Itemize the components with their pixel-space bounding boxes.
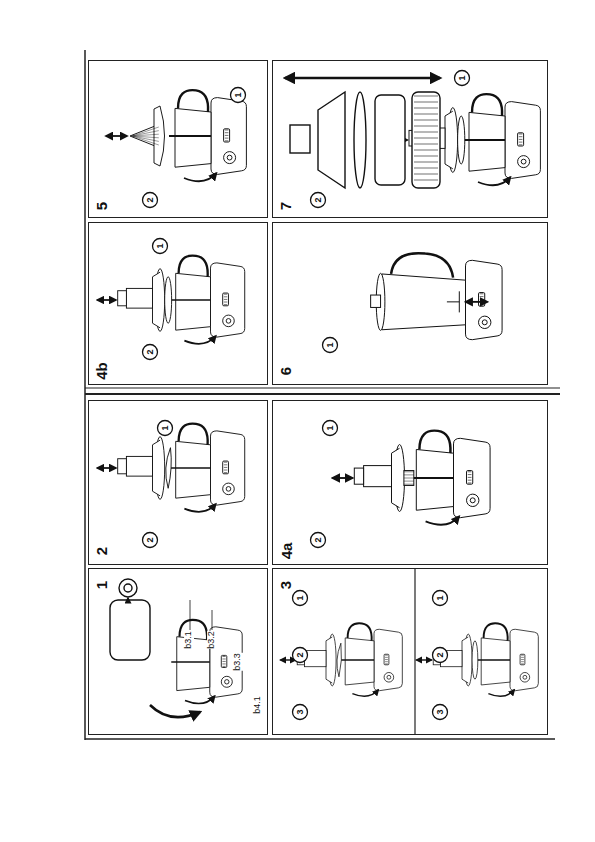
step-circle xyxy=(311,193,326,208)
step-number: 2 xyxy=(144,346,156,358)
food-processor xyxy=(171,620,242,704)
step-number: 1 xyxy=(232,89,244,101)
food-processor xyxy=(371,253,502,340)
step-circle xyxy=(293,648,308,663)
step-circle xyxy=(323,338,338,353)
panel-number: 2 xyxy=(94,545,111,557)
food-processor xyxy=(416,623,538,696)
step-panel: 4b xyxy=(88,222,268,385)
step-panel: 6 xyxy=(272,222,548,385)
step-panel: 2 xyxy=(88,400,268,565)
panel-number: 4b xyxy=(94,360,111,382)
page-frame xyxy=(85,50,560,740)
food-processor xyxy=(106,90,246,181)
step-number: 2 xyxy=(144,534,156,546)
step-number: 1 xyxy=(434,592,446,604)
step-number: 2 xyxy=(312,534,324,546)
step-number: 2 xyxy=(144,194,156,206)
step-number: 3 xyxy=(294,706,306,718)
step-number: 1 xyxy=(154,240,166,252)
step-circle xyxy=(433,648,448,663)
step-circle xyxy=(143,345,158,360)
part-label: b3.3 xyxy=(233,653,243,671)
step-panel: 5 xyxy=(88,60,268,218)
step-circle xyxy=(153,239,168,254)
exploded-parts xyxy=(110,579,212,717)
part-label: b3.2 xyxy=(207,631,217,649)
step-number: 1 xyxy=(324,339,336,351)
food-processor xyxy=(333,431,490,525)
panel-number: 7 xyxy=(278,200,295,212)
step-number: 1 xyxy=(324,422,336,434)
step-number: 1 xyxy=(294,592,306,604)
step-circle xyxy=(433,591,448,606)
sieve-ring xyxy=(412,92,440,188)
panel-number: 3 xyxy=(278,579,295,591)
part-label: b4.1 xyxy=(253,696,263,714)
step-circle xyxy=(455,71,470,86)
food-processor xyxy=(388,94,540,185)
panel-number: 6 xyxy=(278,365,295,377)
step-circle xyxy=(231,88,246,103)
food-processor xyxy=(97,256,244,344)
step-circle xyxy=(323,421,338,436)
step-circle xyxy=(293,591,308,606)
step-circle xyxy=(158,421,173,436)
step-number: 1 xyxy=(159,422,171,434)
step-circle xyxy=(311,533,326,548)
step-circle xyxy=(143,193,158,208)
step-panel: 3 xyxy=(272,568,548,735)
panel-number: 5 xyxy=(94,200,111,212)
food-processor xyxy=(280,623,402,696)
step-circle xyxy=(143,533,158,548)
step-circle xyxy=(433,705,448,720)
step-number: 2 xyxy=(312,194,324,206)
step-number: 2 xyxy=(434,649,446,661)
food-processor xyxy=(97,424,244,512)
step-number: 2 xyxy=(294,649,306,661)
step-circle xyxy=(293,705,308,720)
exploded-rings xyxy=(285,78,440,188)
part-label: b3.1 xyxy=(184,631,194,649)
step-circles xyxy=(143,71,470,720)
step-panel: 1 xyxy=(88,568,268,735)
step-number: 3 xyxy=(434,706,446,718)
panel-number: 1 xyxy=(94,579,111,591)
step-number: 1 xyxy=(456,72,468,84)
panel-number: 4a xyxy=(279,541,296,562)
